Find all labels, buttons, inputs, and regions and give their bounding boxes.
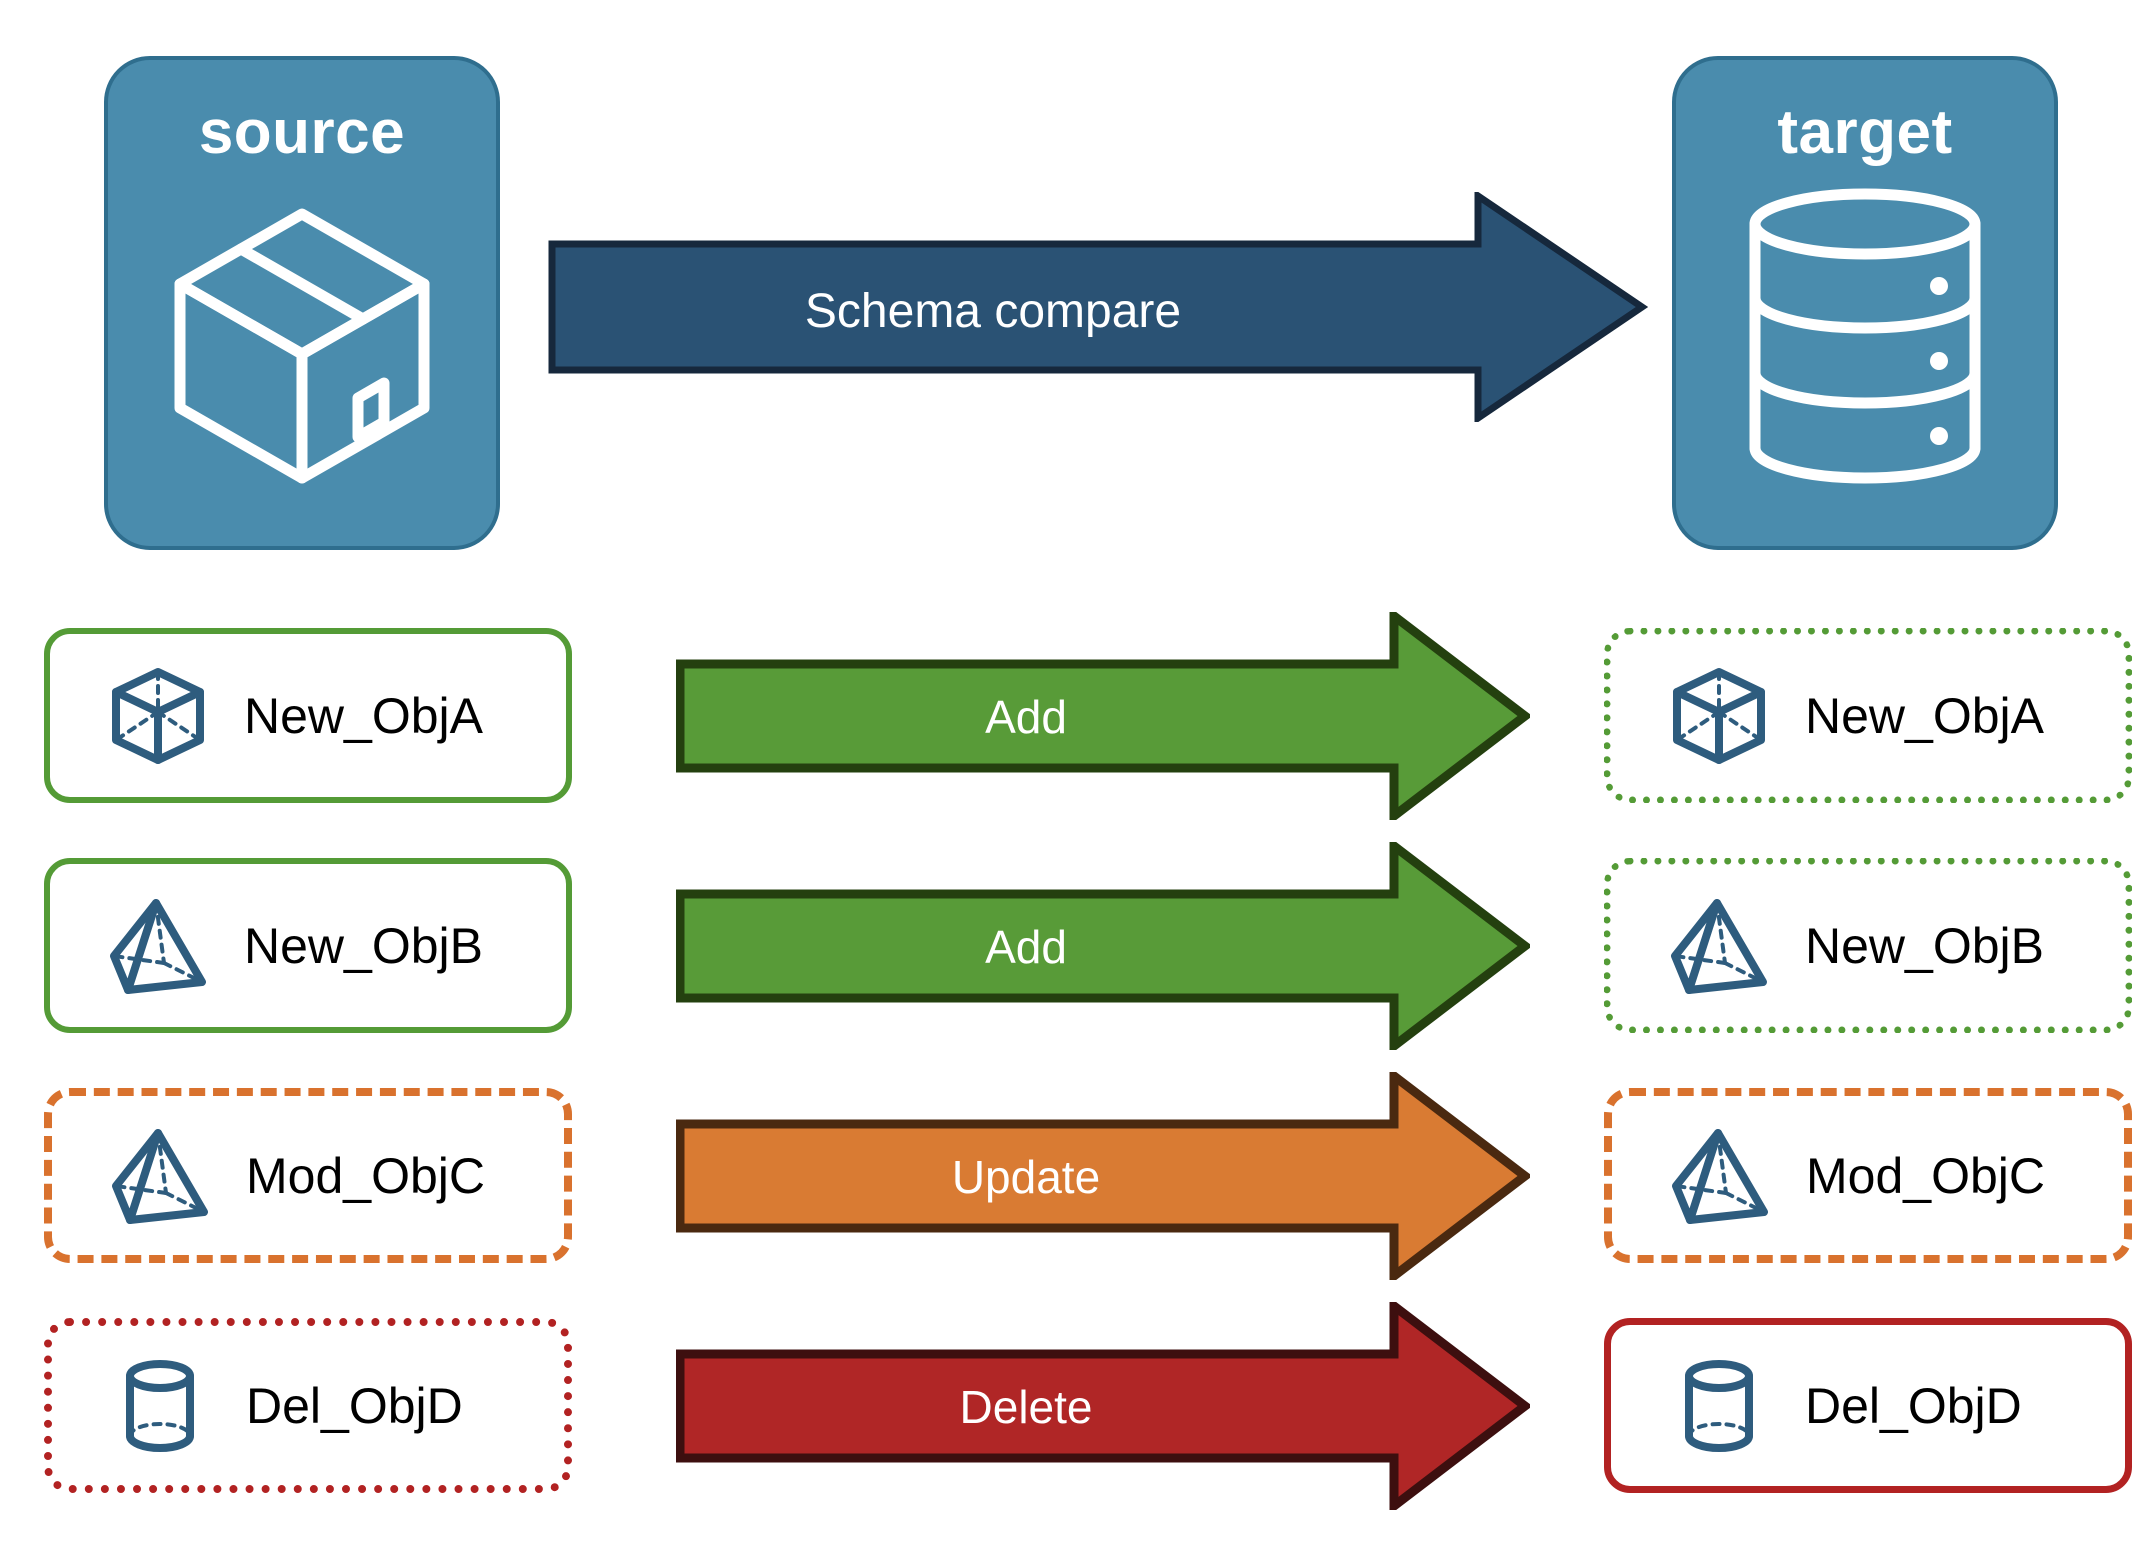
target-chip-label: Del_ObjD (1805, 1377, 2022, 1434)
action-arrow-update[interactable] (675, 1066, 1533, 1286)
action-arrow-delete[interactable] (675, 1296, 1533, 1516)
target-chip-mod-objc[interactable]: Mod_ObjC (1604, 1088, 2132, 1263)
source-chip-label: Mod_ObjC (246, 1147, 485, 1204)
wireframe-cube-icon (106, 664, 210, 768)
source-panel[interactable]: source (104, 56, 500, 550)
action-arrow-add-2[interactable] (675, 836, 1533, 1056)
schema-compare-arrow[interactable] (548, 189, 1649, 425)
schema-compare-label: Schema compare (804, 285, 1182, 338)
database-cylinder-icon (1739, 186, 1991, 491)
source-chip-label: Del_ObjD (246, 1377, 463, 1434)
source-chip-del-objd[interactable]: Del_ObjD (44, 1318, 572, 1493)
wireframe-pyramid-icon (1667, 894, 1771, 998)
source-panel-title: source (198, 98, 406, 167)
action-arrow-label-add-2: Add (985, 921, 1067, 973)
wireframe-pyramid-icon (1668, 1124, 1772, 1228)
target-panel-title: target (1777, 98, 1953, 167)
target-chip-label: New_ObjB (1805, 917, 2044, 974)
action-arrow-label-add-1: Add (985, 691, 1067, 743)
target-chip-label: Mod_ObjC (1806, 1147, 2045, 1204)
source-chip-new-objb[interactable]: New_ObjB (44, 858, 572, 1033)
source-chip-label: New_ObjB (244, 917, 483, 974)
action-arrow-label-update: Update (951, 1151, 1101, 1203)
target-panel[interactable]: target (1672, 56, 2058, 550)
target-chip-del-objd[interactable]: Del_ObjD (1604, 1318, 2132, 1493)
target-chip-new-objb[interactable]: New_ObjB (1604, 858, 2132, 1033)
wireframe-pyramid-icon (108, 1124, 212, 1228)
source-chip-mod-objc[interactable]: Mod_ObjC (44, 1088, 572, 1263)
wireframe-cylinder-icon (108, 1354, 212, 1458)
wireframe-pyramid-icon (106, 894, 210, 998)
action-arrow-add-1[interactable] (675, 606, 1533, 826)
wireframe-cylinder-icon (1667, 1354, 1771, 1458)
target-chip-new-obja[interactable]: New_ObjA (1604, 628, 2132, 803)
target-chip-label: New_ObjA (1805, 687, 2044, 744)
package-box-icon (162, 186, 442, 491)
source-chip-new-obja[interactable]: New_ObjA (44, 628, 572, 803)
action-arrow-label-delete: Delete (959, 1381, 1093, 1433)
source-chip-label: New_ObjA (244, 687, 483, 744)
wireframe-cube-icon (1667, 664, 1771, 768)
